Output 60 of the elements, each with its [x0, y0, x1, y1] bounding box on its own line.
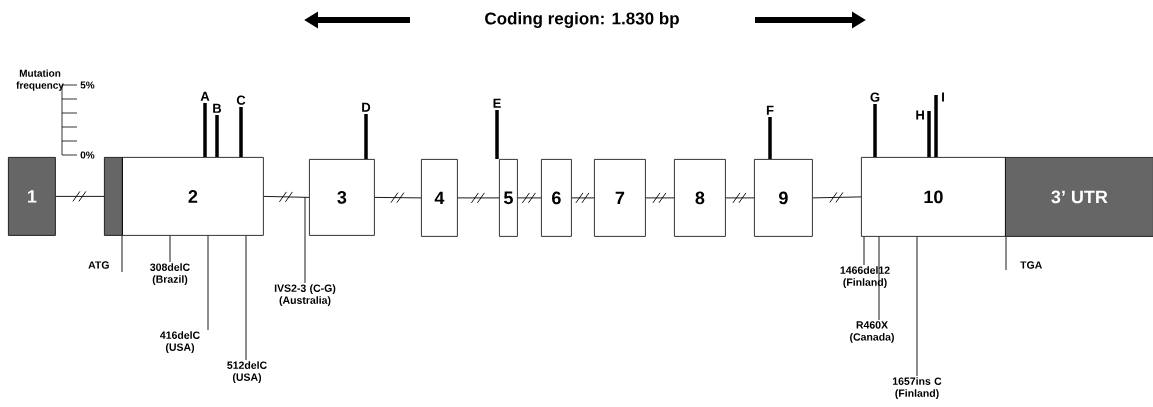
frequency-bar: [215, 115, 219, 157]
leader-line: [916, 236, 918, 377]
mutation-label: R460X (Canada): [850, 321, 894, 343]
codon-label: ATG: [88, 261, 109, 269]
frequency-bar: [768, 117, 772, 159]
exon-box: 6: [541, 159, 572, 237]
leader-line: [304, 196, 306, 284]
axis-label: 5%: [80, 81, 95, 89]
intron-line: [645, 192, 675, 204]
intron-line: [374, 192, 422, 204]
frequency-bar: [927, 111, 931, 157]
frequency-bar: [934, 95, 938, 157]
axis-label: 0%: [80, 151, 95, 159]
axis-title: Mutation frequency: [16, 69, 64, 91]
frequency-bar: [495, 110, 499, 159]
mutation-label: 1466del12 (Finland): [840, 266, 890, 288]
leader-line: [121, 235, 123, 273]
shaded-box: [104, 157, 123, 236]
exon-box: 1: [8, 157, 56, 236]
frequency-bar: [239, 107, 243, 157]
bar-label: D: [362, 102, 371, 112]
exon-box: 9: [754, 159, 813, 237]
leader-line: [245, 235, 247, 361]
codon-label: TGA: [1020, 261, 1042, 269]
bar-label: A: [200, 91, 210, 101]
frequency-bar: [873, 104, 877, 157]
intron-line: [263, 191, 310, 203]
leader-line: [207, 235, 209, 331]
intron-line: [55, 190, 105, 202]
title: Coding region: 1.830 bp: [485, 12, 679, 28]
frequency-bar: [364, 114, 368, 159]
intron-line: [725, 192, 755, 204]
bar-label: B: [213, 103, 222, 113]
mutation-label: 1657ins C (Finland): [892, 377, 942, 399]
intron-line: [571, 192, 595, 204]
bar-label: H: [916, 110, 924, 120]
exon-box: 4: [421, 159, 458, 237]
exon-box: 5: [499, 159, 518, 237]
leader-line: [878, 236, 880, 321]
bar-label: G: [870, 92, 880, 102]
mutation-label: 512delC (USA): [227, 361, 267, 383]
leader-line: [1005, 236, 1007, 271]
bar-label: F: [766, 105, 774, 115]
exon-box: 2: [122, 157, 264, 236]
bar-label: E: [493, 98, 501, 108]
mutation-label: 416delC (USA): [160, 331, 200, 353]
intron-line: [517, 192, 542, 204]
frequency-bar: [203, 103, 207, 157]
exon-box: 8: [674, 159, 726, 237]
leader-line: [169, 235, 171, 263]
bar-label: C: [236, 95, 246, 105]
exon-box: 7: [594, 159, 646, 237]
exon-box: 3: [309, 159, 375, 236]
leader-line: [863, 236, 865, 266]
intron-line: [457, 192, 500, 204]
mutation-label: 308delC (Brazil): [150, 263, 190, 285]
intron-line: [812, 191, 862, 203]
bar-label: I: [942, 92, 944, 102]
exon-box: 3’ UTR: [1005, 157, 1153, 237]
mutation-label: IVS2-3 (C-G) (Australia): [274, 284, 336, 306]
